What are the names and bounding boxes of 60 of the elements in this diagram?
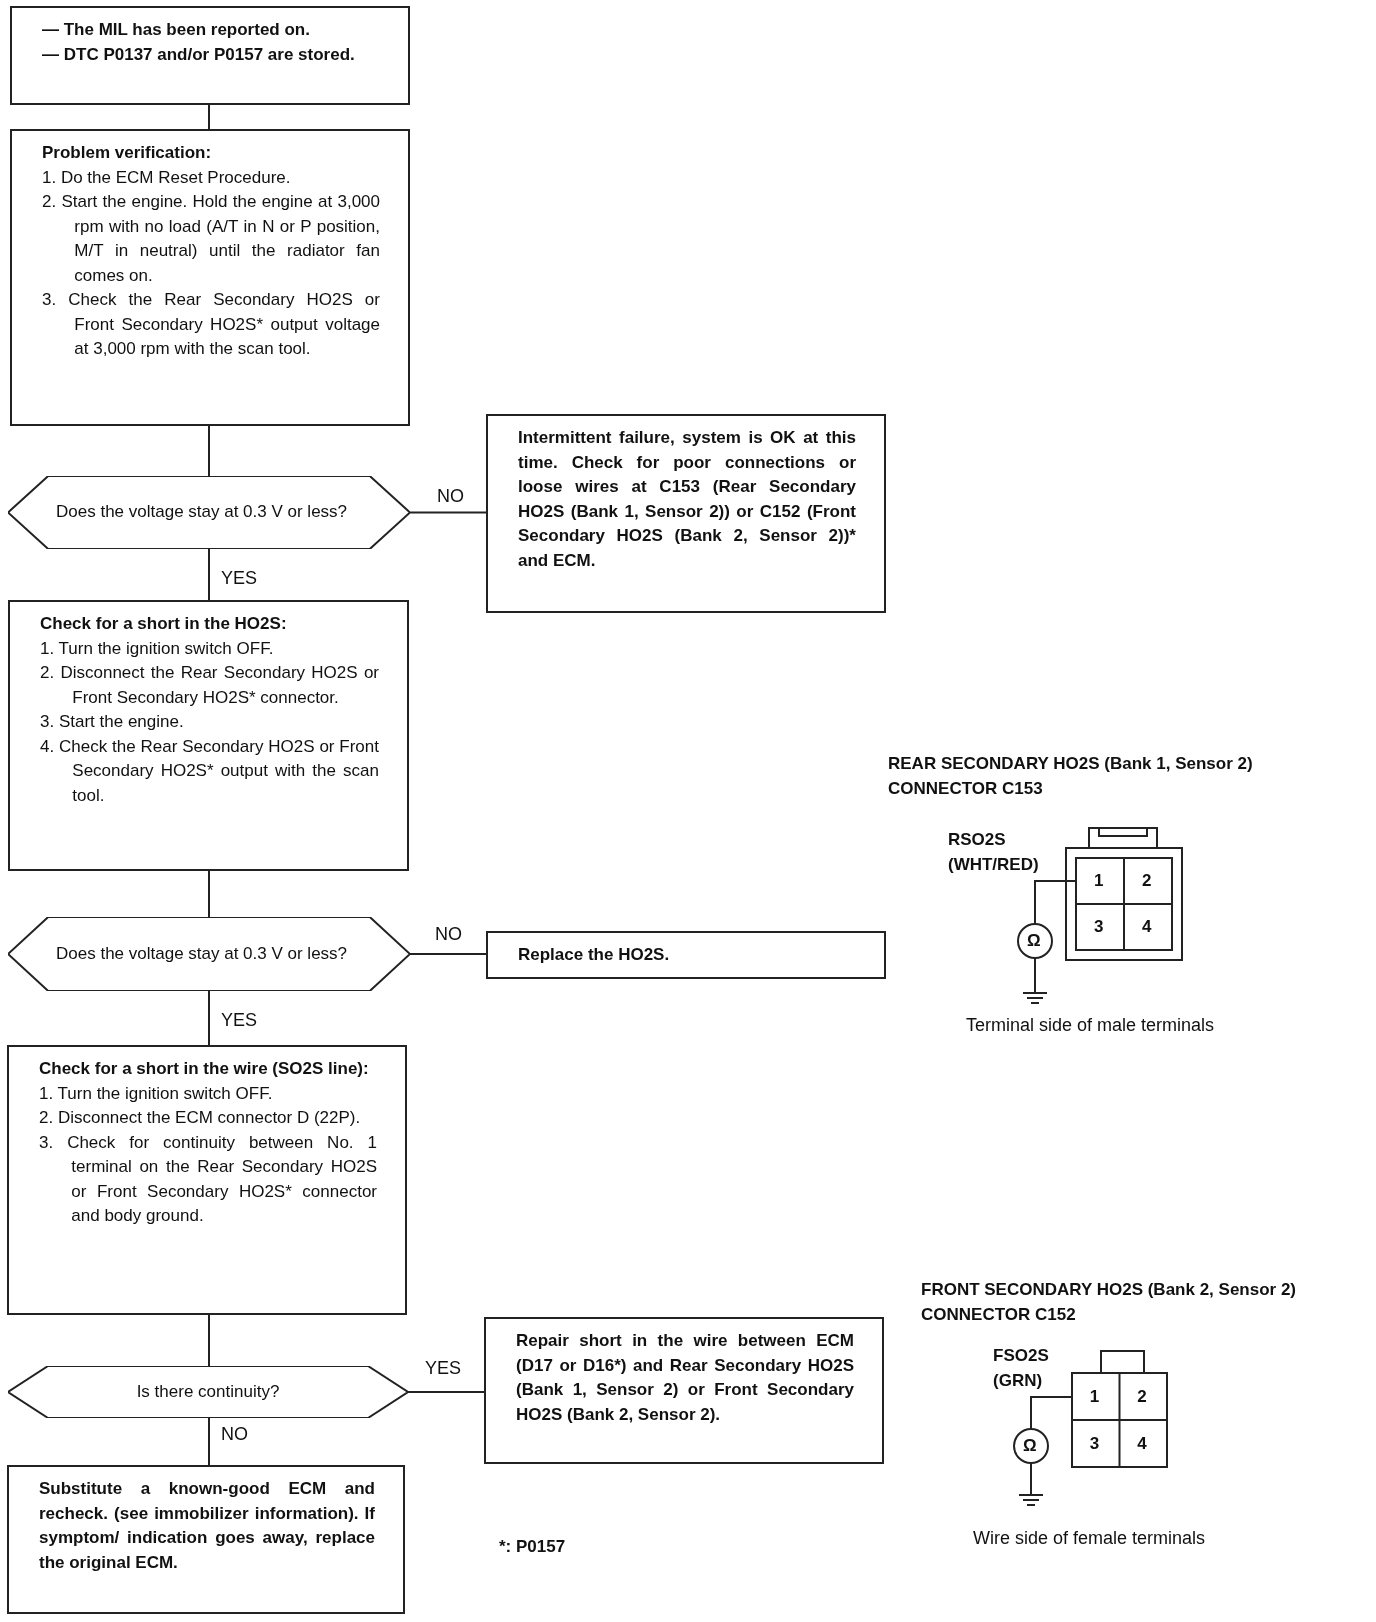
step-text: 3. Start the engine. <box>40 711 185 733</box>
ohm-symbol: Ω <box>1023 1435 1037 1457</box>
step-text: 2. Disconnect the ECM connector D (22P). <box>39 1107 362 1129</box>
connector-line <box>208 990 210 1046</box>
step-text: 1. Turn the ignition switch OFF. <box>39 1082 274 1105</box>
connector-line <box>208 104 210 130</box>
decision-shape <box>8 917 410 991</box>
pin-number: 2 <box>1142 870 1152 892</box>
box-text: Replace the HO2S. <box>518 944 671 966</box>
ohm-symbol: Ω <box>1027 930 1041 952</box>
process-box <box>7 1465 405 1614</box>
connector-title: FRONT SECONDARY HO2S (Bank 2, Sensor 2) CONNECTOR C152 <box>921 1279 1298 1326</box>
connector-line <box>208 1314 210 1367</box>
footnote: *: P0157 <box>499 1536 566 1558</box>
step-text: 4. Check the Rear Secondary HO2S or Front Secondary HO2S* output with the scan tool. <box>40 735 379 807</box>
pin-number: 3 <box>1094 916 1104 938</box>
drawing-caption: Wire side of female terminals <box>973 1527 1206 1550</box>
box-text: Repair short in the wire between ECM (D17 or D16*) and Rear Secondary HO2S (Bank 1, Sensor 2) or Front Secondary HO2S (Bank 2, Sensor 2). <box>516 1330 854 1426</box>
pin-number: 4 <box>1137 1432 1147 1455</box>
step-text: 3. Check for continuity between No. 1 terminal on the Rear Secondary HO2S or Front Secondary HO2S* connector and body ground. <box>39 1131 377 1227</box>
step-text: 2. Disconnect the Rear Secondary HO2S or Front Secondary HO2S* connector. <box>40 662 379 709</box>
process-box <box>484 1317 884 1464</box>
pin-number: 1 <box>1094 870 1104 892</box>
step-text: — DTC P0137 and/or P0157 are stored. <box>42 43 356 66</box>
step-text: 2. Start the engine. Hold the engine at 3,000 rpm with no load (A/T in N or P position, M/T in neutral) until the radiator fan comes on. <box>42 191 380 287</box>
step-text: — The MIL has been reported on. <box>42 19 311 41</box>
process-box <box>10 129 410 426</box>
pin-number: 4 <box>1142 916 1152 938</box>
decision-shape <box>8 1366 408 1418</box>
question-text: Does the voltage stay at 0.3 V or less? <box>56 942 349 965</box>
pin-number: 2 <box>1137 1385 1147 1408</box>
box-text: Intermittent failure, system is OK at this time. Check for poor connections or loose wires at C153 (Rear Secondary HO2S (Bank 1, Sensor 2)) or C152 (Front Secondary HO2S (Bank 2, Sensor 2))* and ECM. <box>518 427 856 572</box>
decision-shape <box>8 476 410 549</box>
question-text: Does the voltage stay at 0.3 V or less? <box>56 501 349 524</box>
connector-title: REAR SECONDARY HO2S (Bank 1, Sensor 2) CONNECTOR C153 <box>888 753 1254 800</box>
wire-label: RSO2S (WHT/RED) <box>948 829 1040 876</box>
box-heading: Problem verification: <box>42 142 213 164</box>
connector-line <box>208 425 210 477</box>
box-heading: Check for a short in the wire (SO2S line): <box>39 1058 370 1080</box>
connector-line <box>208 1417 210 1466</box>
pin-number: 1 <box>1089 1385 1100 1408</box>
connector-line <box>409 511 487 514</box>
drawing-caption: Terminal side of male terminals <box>966 1014 1215 1037</box>
step-text: 1. Turn the ignition switch OFF. <box>40 637 275 660</box>
connector-line <box>407 1391 485 1393</box>
step-text: 3. Check the Rear Secondary HO2S or Front Secondary HO2S* output voltage at 3,000 rpm with the scan tool. <box>42 289 380 360</box>
connector-line <box>409 953 487 955</box>
connector-line <box>208 870 210 918</box>
process-box <box>7 1045 407 1315</box>
box-text: Substitute a known-good ECM and recheck. (see immobilizer information). If symptom/ indication goes away, replace the original ECM. <box>39 1478 375 1574</box>
connector-line <box>208 548 210 601</box>
box-heading: Check for a short in the HO2S: <box>40 613 288 635</box>
step-text: 1. Do the ECM Reset Procedure. <box>42 166 292 189</box>
process-box <box>486 931 886 979</box>
pin-number: 3 <box>1089 1432 1100 1455</box>
wire-label: FSO2S (GRN) <box>993 1345 1050 1392</box>
process-box <box>10 6 410 105</box>
process-box <box>8 600 409 871</box>
question-text: Is there continuity? <box>135 1380 281 1403</box>
process-box <box>486 414 886 613</box>
